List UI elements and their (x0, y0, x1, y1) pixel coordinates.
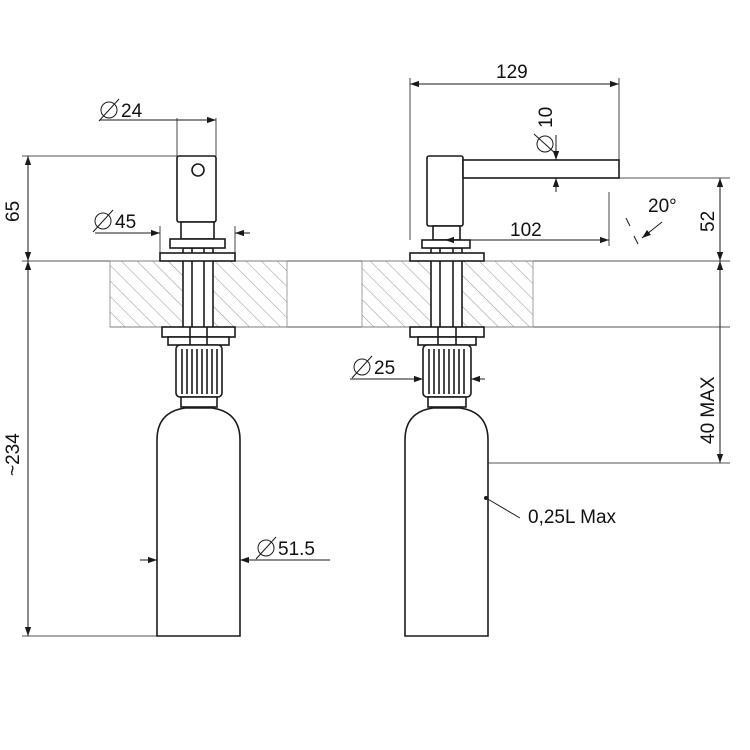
dimension-deck-40-max: 40 MAX (488, 261, 730, 464)
label-dia-24: 24 (121, 101, 143, 122)
dimension-height-52: 52 (619, 177, 730, 261)
label-capacity: 0,25L Max (528, 507, 617, 528)
label-dia-51-5: 51.5 (278, 539, 315, 560)
dimension-reach-102: 102 (445, 192, 610, 246)
dimension-dia-45: 45 (92, 209, 250, 253)
dimension-angle-20: 20° (625, 196, 677, 245)
label-total-234: ~234 (3, 433, 24, 476)
label-deck-40-max: 40 MAX (698, 376, 719, 444)
diameter-symbol-icon (98, 98, 120, 122)
diameter-symbol-icon (533, 133, 557, 155)
label-dia-25: 25 (374, 358, 395, 379)
diameter-symbol-icon (255, 536, 277, 560)
side-view (404, 155, 620, 637)
label-reach-102: 102 (510, 220, 542, 241)
annotation-capacity: 0,25L Max (484, 496, 617, 528)
dimension-dia-24: 24 (98, 98, 217, 156)
diameter-symbol-icon (92, 209, 114, 233)
diameter-symbol-icon (351, 355, 373, 379)
front-view (156, 155, 241, 637)
dimension-width-129: 129 (409, 62, 620, 240)
label-angle-20: 20° (648, 196, 677, 217)
label-dia-45: 45 (115, 212, 136, 233)
dimension-total-234: ~234 (3, 261, 157, 637)
dimension-dia-10: 10 (533, 107, 560, 192)
dimension-dia-51-5: 51.5 (140, 536, 330, 564)
label-width-129: 129 (496, 62, 528, 83)
dimension-height-65: 65 (3, 155, 177, 261)
label-height-52: 52 (698, 211, 719, 232)
label-dia-10: 10 (536, 107, 557, 128)
label-height-65: 65 (3, 201, 24, 222)
dimension-dia-25: 25 (350, 355, 485, 383)
